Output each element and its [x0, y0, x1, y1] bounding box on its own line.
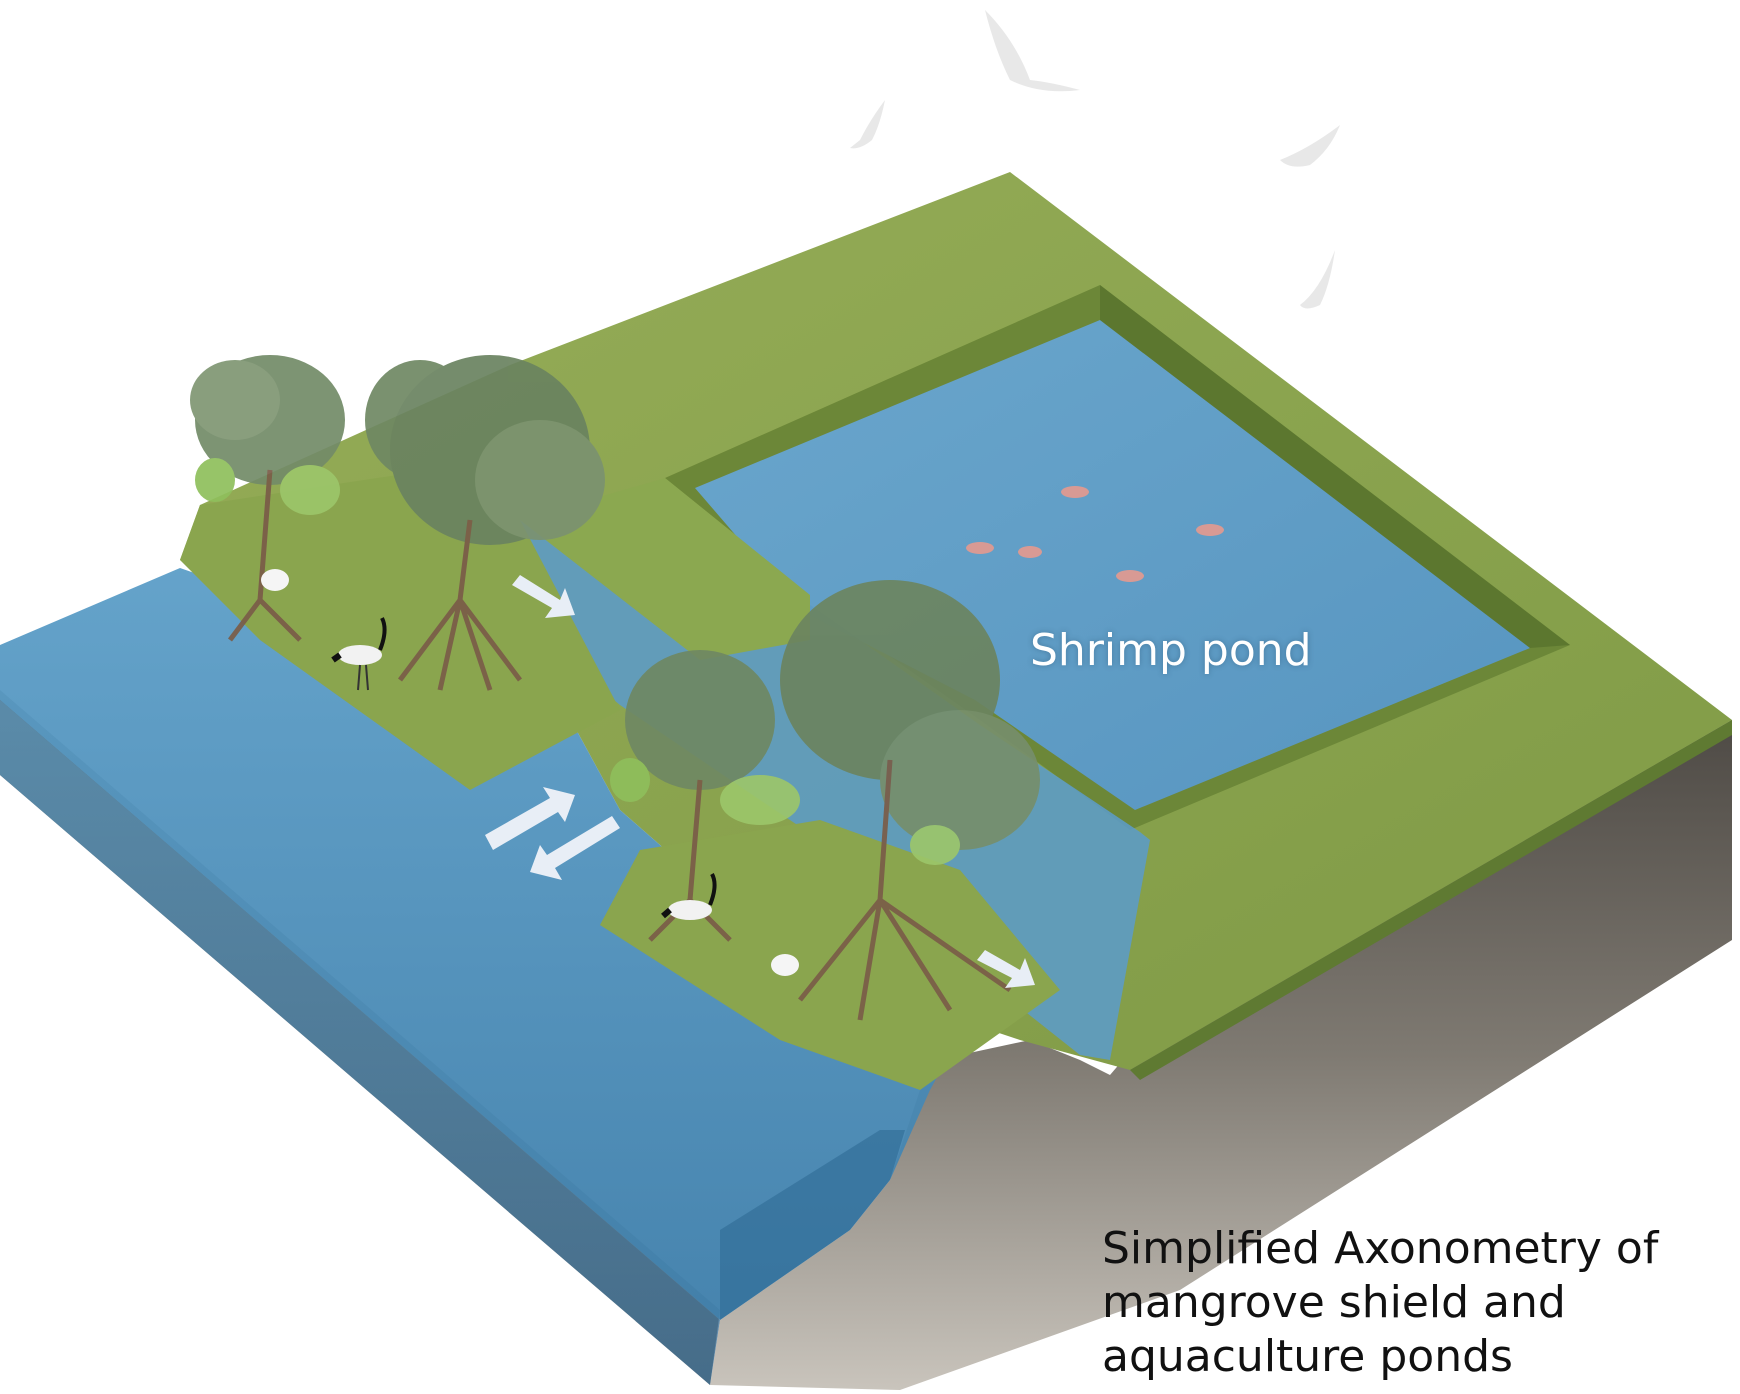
shrimp-pond-water: [695, 320, 1530, 810]
caption-line-3: aquaculture ponds: [1102, 1331, 1513, 1382]
caption-line-1: Simplified Axonometry of: [1102, 1223, 1659, 1274]
lower-mangrove-trees: [610, 580, 1040, 1021]
soil-cliff-face: [710, 720, 1732, 1390]
sea-surface: [0, 568, 960, 1320]
upper-mangrove-island: [180, 470, 620, 790]
flying-birds: [850, 10, 1340, 309]
sea-right-face: [720, 1130, 905, 1320]
shrimp-pond-label: Shrimp pond: [1030, 625, 1312, 676]
ibis-birds: [261, 569, 799, 976]
shrimps: [966, 486, 1224, 582]
grass-peninsula: [520, 478, 810, 660]
figure-caption: Simplified Axonometry of mangrove shield…: [1102, 1222, 1702, 1384]
water-flow-arrows: [485, 575, 1035, 988]
sea-front-face: [0, 700, 720, 1385]
caption-line-2: mangrove shield and: [1102, 1277, 1566, 1328]
pond-inner-shadow: [1100, 285, 1570, 648]
upper-mangrove-trees: [190, 355, 605, 691]
grass-right-edge: [1130, 720, 1732, 1080]
